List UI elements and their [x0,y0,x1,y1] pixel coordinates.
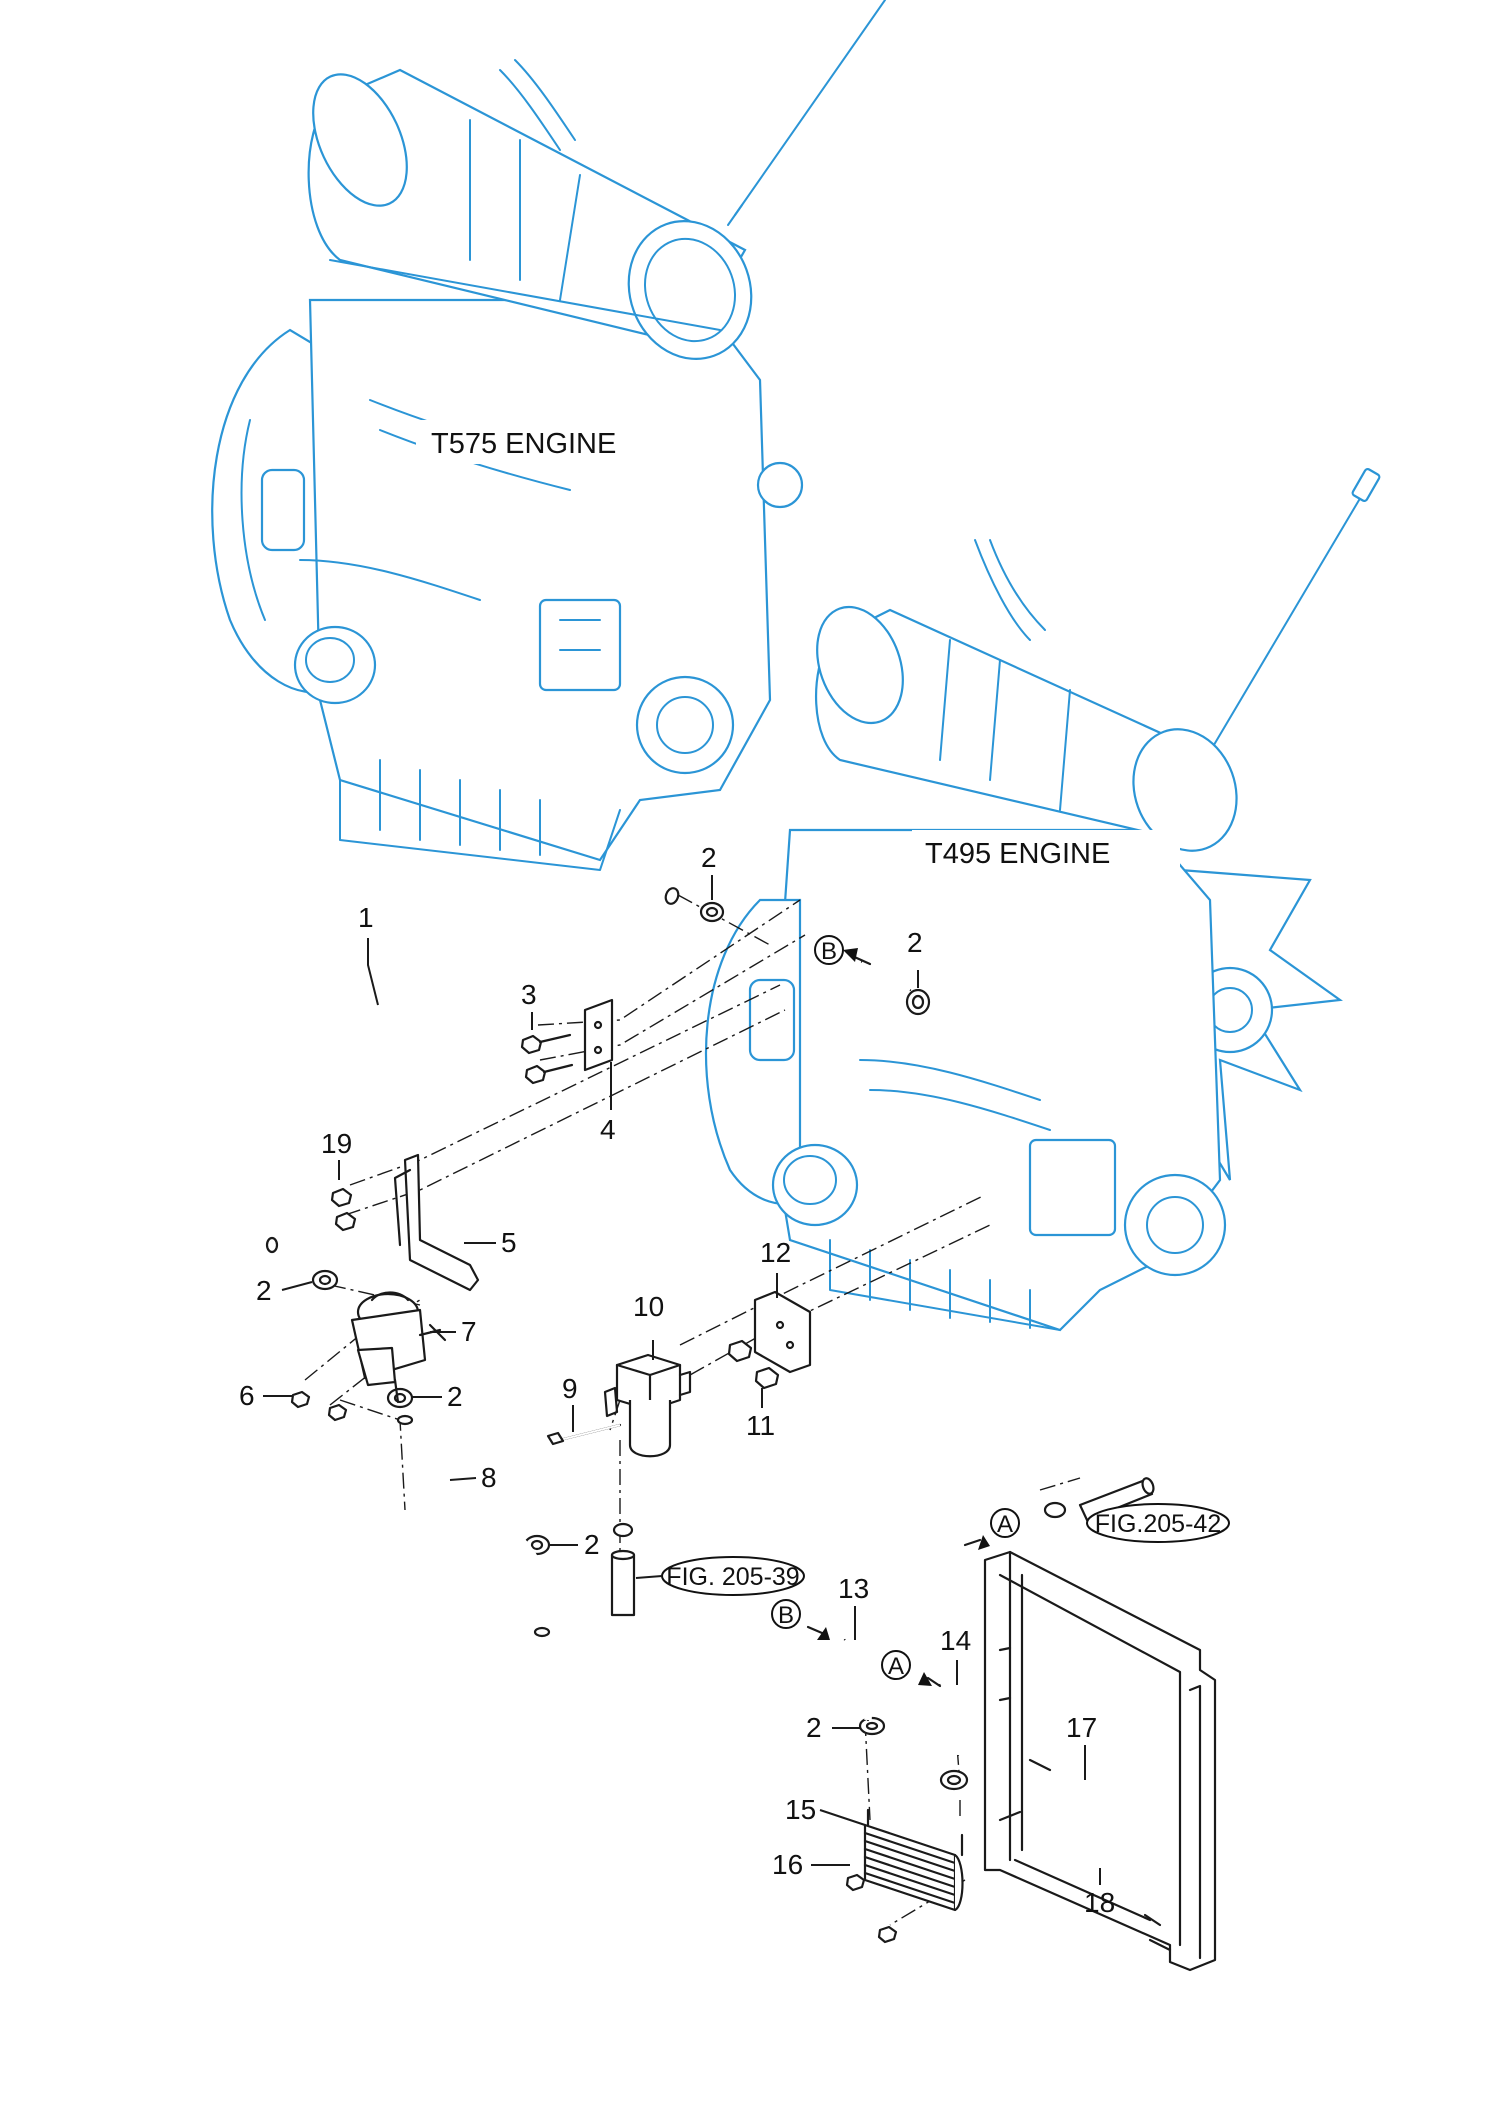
callout-2: 2 [907,927,923,958]
svg-text:A: A [888,1653,904,1680]
callout-labels: 1 2 3 4 19 5 2 7 6 2 8 2 10 12 9 11 13 [239,842,1115,1918]
svg-text:B: B [821,938,837,965]
connector-a-frame: A [990,1508,1020,1538]
hose-clamp [699,901,725,923]
connector-b-engine: B [814,935,844,965]
callout-2: 2 [256,1275,272,1306]
svg-text:B: B [778,1602,794,1629]
bolt [520,1033,572,1055]
bolt [330,1187,353,1208]
arrow-b-engine-icon [843,948,858,962]
t495-engine-label: T495 ENGINE [925,838,1110,870]
t575-engine-drawing: T575 ENGINE [211,0,886,871]
callout-12: 12 [760,1237,791,1268]
fuel-filter [603,1353,692,1458]
callout-6: 6 [239,1380,255,1411]
callout-16: 16 [772,1849,803,1880]
callout-2: 2 [701,842,717,873]
callout-5: 5 [501,1227,517,1258]
oil-cooler [863,1808,964,1912]
callout-18: 18 [1084,1887,1115,1918]
svg-text:FIG. 205-39: FIG. 205-39 [666,1563,799,1591]
callout-11: 11 [746,1410,775,1441]
figure-reference: FIG. 205-39 [635,1556,805,1596]
figure-reference: FIG.205-42 [1086,1503,1230,1543]
callout-2: 2 [447,1381,463,1412]
callout-3: 3 [521,979,537,1010]
callout-13: 13 [838,1573,869,1604]
t575-engine-label: T575 ENGINE [431,428,616,460]
bolt [524,1063,574,1085]
callout-2: 2 [584,1529,600,1560]
hose-clamp [311,1269,339,1291]
callout-8: 8 [481,1462,497,1493]
callout-7: 7 [461,1316,477,1347]
hose-clamp [858,1716,886,1736]
arrow-a-frame-icon [978,1535,990,1550]
arrow-a-hose-icon [918,1672,932,1686]
callout-10: 10 [633,1291,664,1322]
arrow-b-hose-icon [817,1627,830,1640]
t495-engine-drawing: T495 ENGINE [704,468,1381,1332]
parts [177,875,1217,1972]
radiator-frame [983,1550,1217,1972]
callout-15: 15 [785,1794,816,1825]
connector-a-hose: A [881,1650,911,1680]
bolt [334,1211,357,1232]
svg-text:FIG.205-42: FIG.205-42 [1095,1510,1221,1538]
svg-text:A: A [997,1511,1013,1538]
callout-17: 17 [1066,1712,1097,1743]
callout-1: 1 [358,902,374,933]
connection-arrows [806,948,990,1688]
hose-clamp [939,1769,969,1791]
hose-clamp [386,1387,414,1409]
callout-2: 2 [806,1712,822,1743]
callout-14: 14 [940,1625,971,1656]
callout-9: 9 [562,1373,578,1404]
callout-19: 19 [321,1128,352,1159]
hose-clamp [905,988,931,1016]
connector-b-hose: B [771,1599,801,1629]
fuel-pump [350,1291,447,1404]
callout-4: 4 [600,1114,616,1145]
